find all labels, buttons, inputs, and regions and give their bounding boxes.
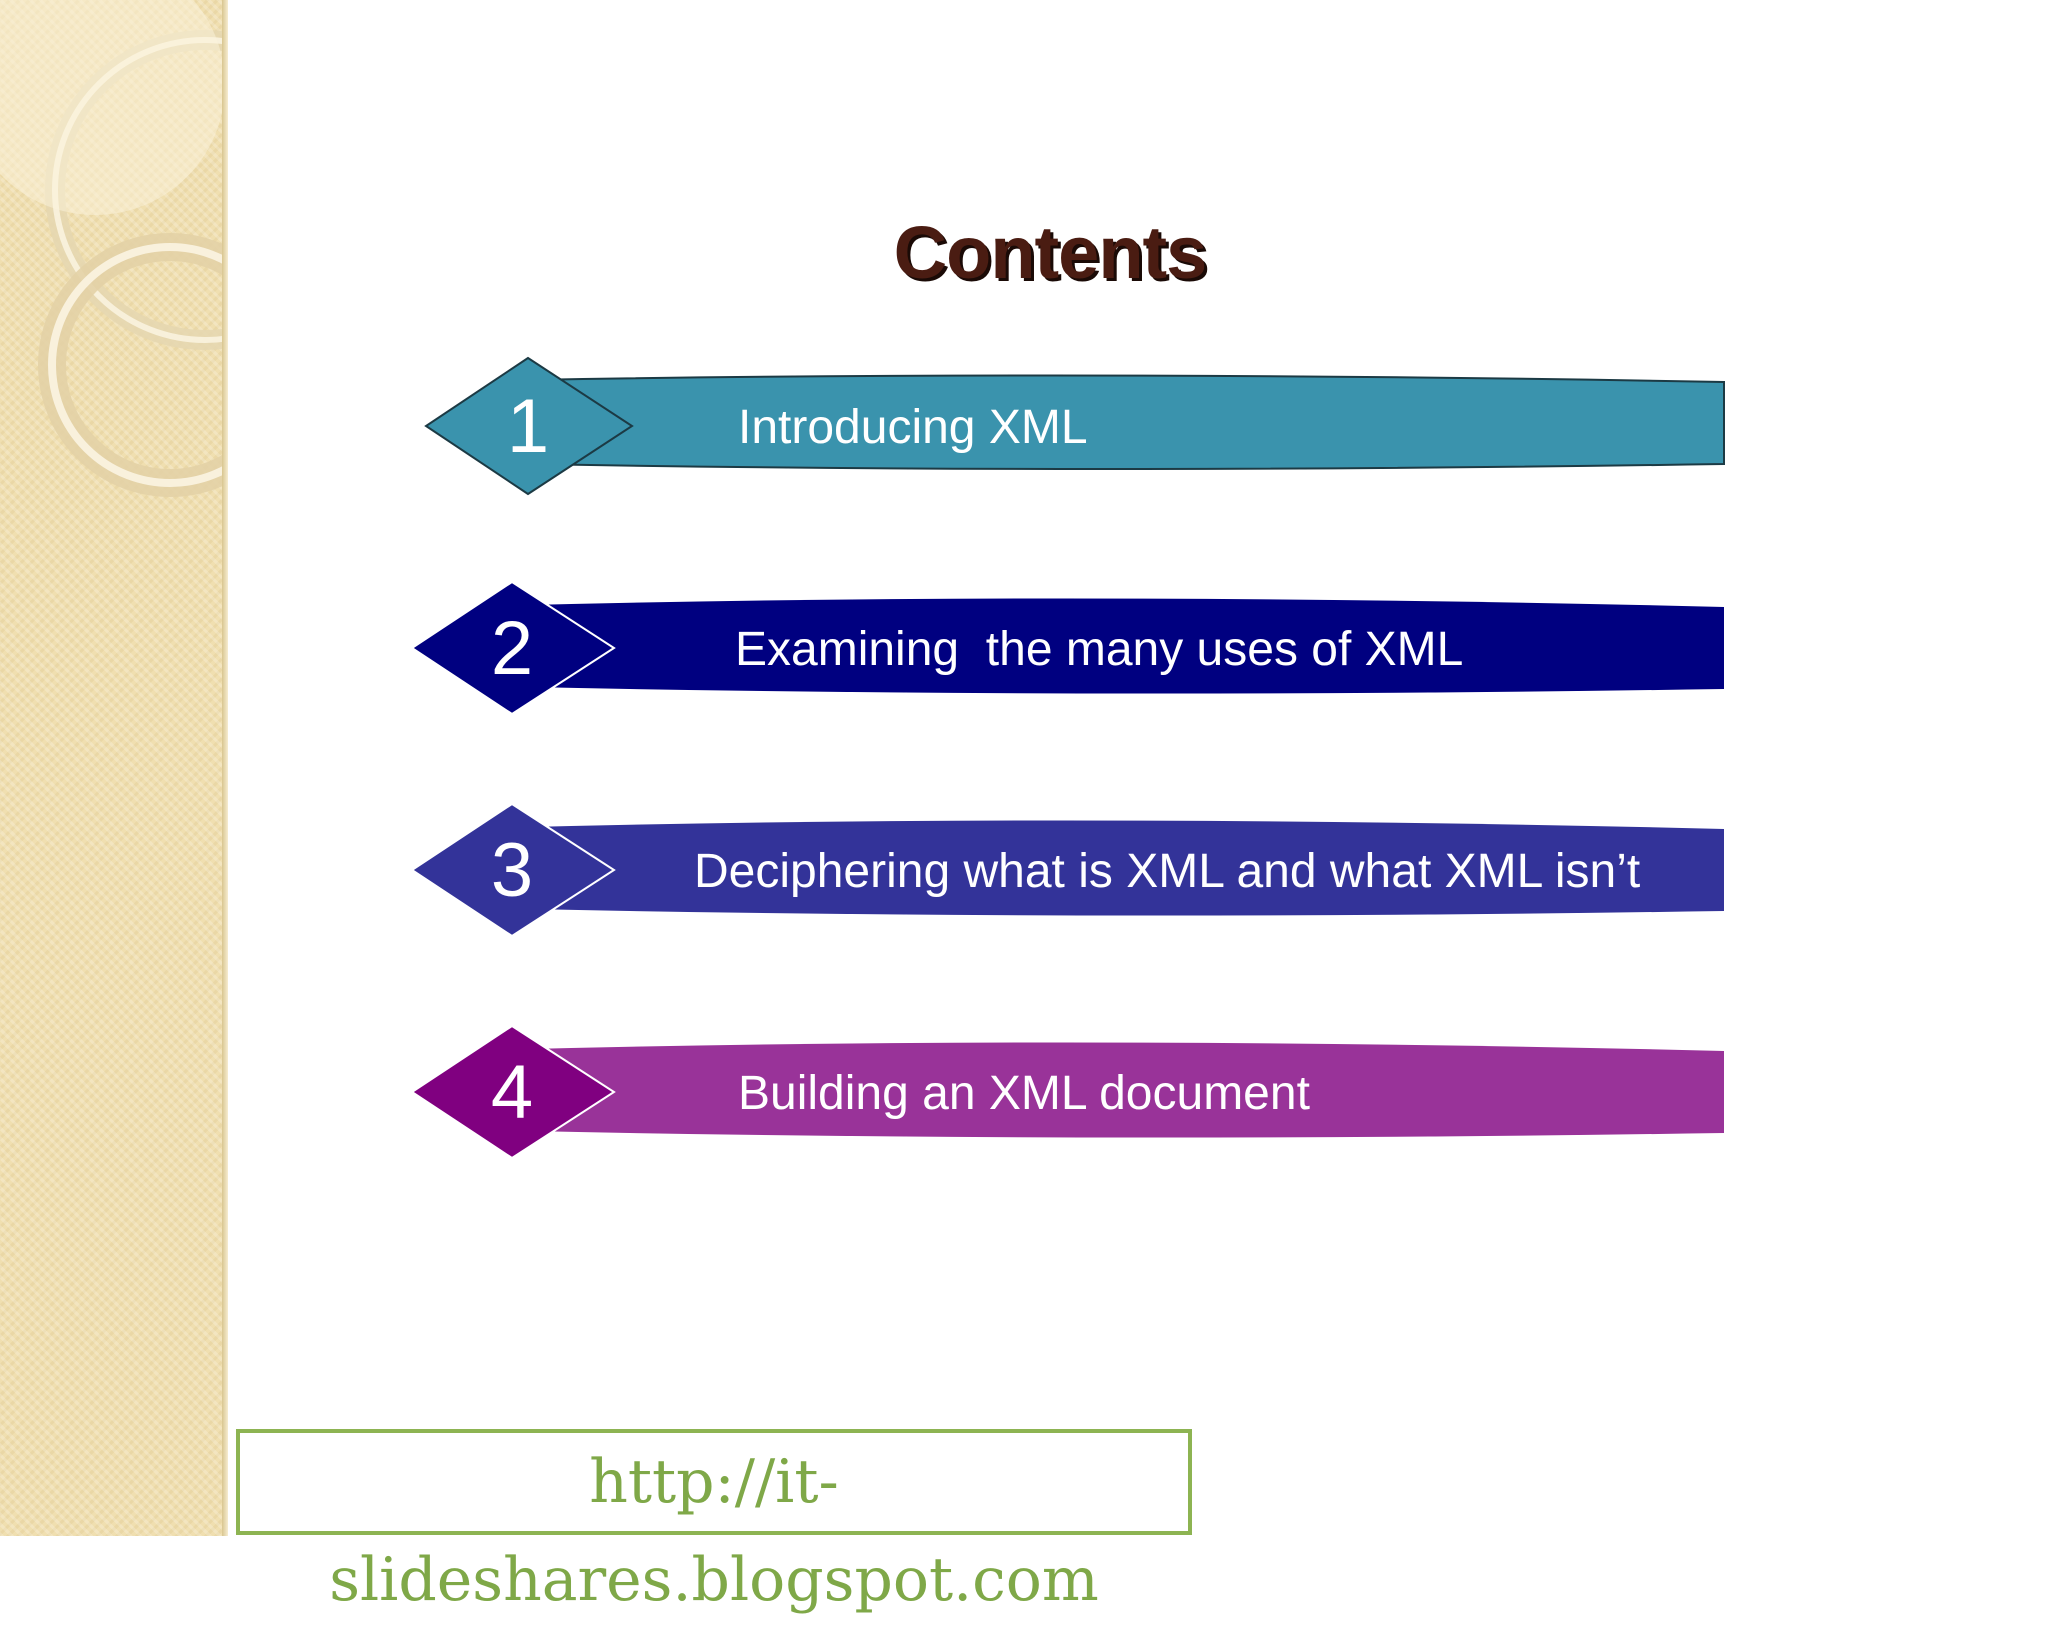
item-number: 3 bbox=[490, 828, 534, 913]
item-ribbon bbox=[530, 598, 1724, 694]
number-diamond bbox=[410, 580, 616, 716]
item-ribbon bbox=[530, 820, 1724, 916]
item-number: 1 bbox=[506, 384, 550, 469]
item-label: Deciphering what is XML and what XML isn… bbox=[694, 845, 1641, 898]
sidebar-edge bbox=[222, 0, 228, 1536]
item-number: 2 bbox=[490, 606, 534, 691]
item-label: Introducing XML bbox=[738, 401, 1088, 454]
item-ribbon bbox=[530, 1042, 1724, 1138]
number-diamond bbox=[410, 802, 616, 938]
item-ribbon bbox=[530, 374, 1725, 470]
item-label: Examining the many uses of XML bbox=[735, 623, 1464, 676]
circle-decoration bbox=[0, 0, 228, 497]
slide-title: Contents bbox=[893, 211, 1208, 294]
number-diamond bbox=[424, 356, 634, 496]
decorative-sidebar bbox=[0, 0, 228, 1536]
number-diamond bbox=[410, 1024, 616, 1160]
item-label: Building an XML document bbox=[738, 1067, 1310, 1120]
footer-url-link[interactable]: http://it-slideshares.blogspot.com bbox=[329, 1447, 1099, 1615]
footer-url-box: http://it-slideshares.blogspot.com bbox=[236, 1429, 1192, 1615]
item-number: 4 bbox=[490, 1050, 534, 1135]
